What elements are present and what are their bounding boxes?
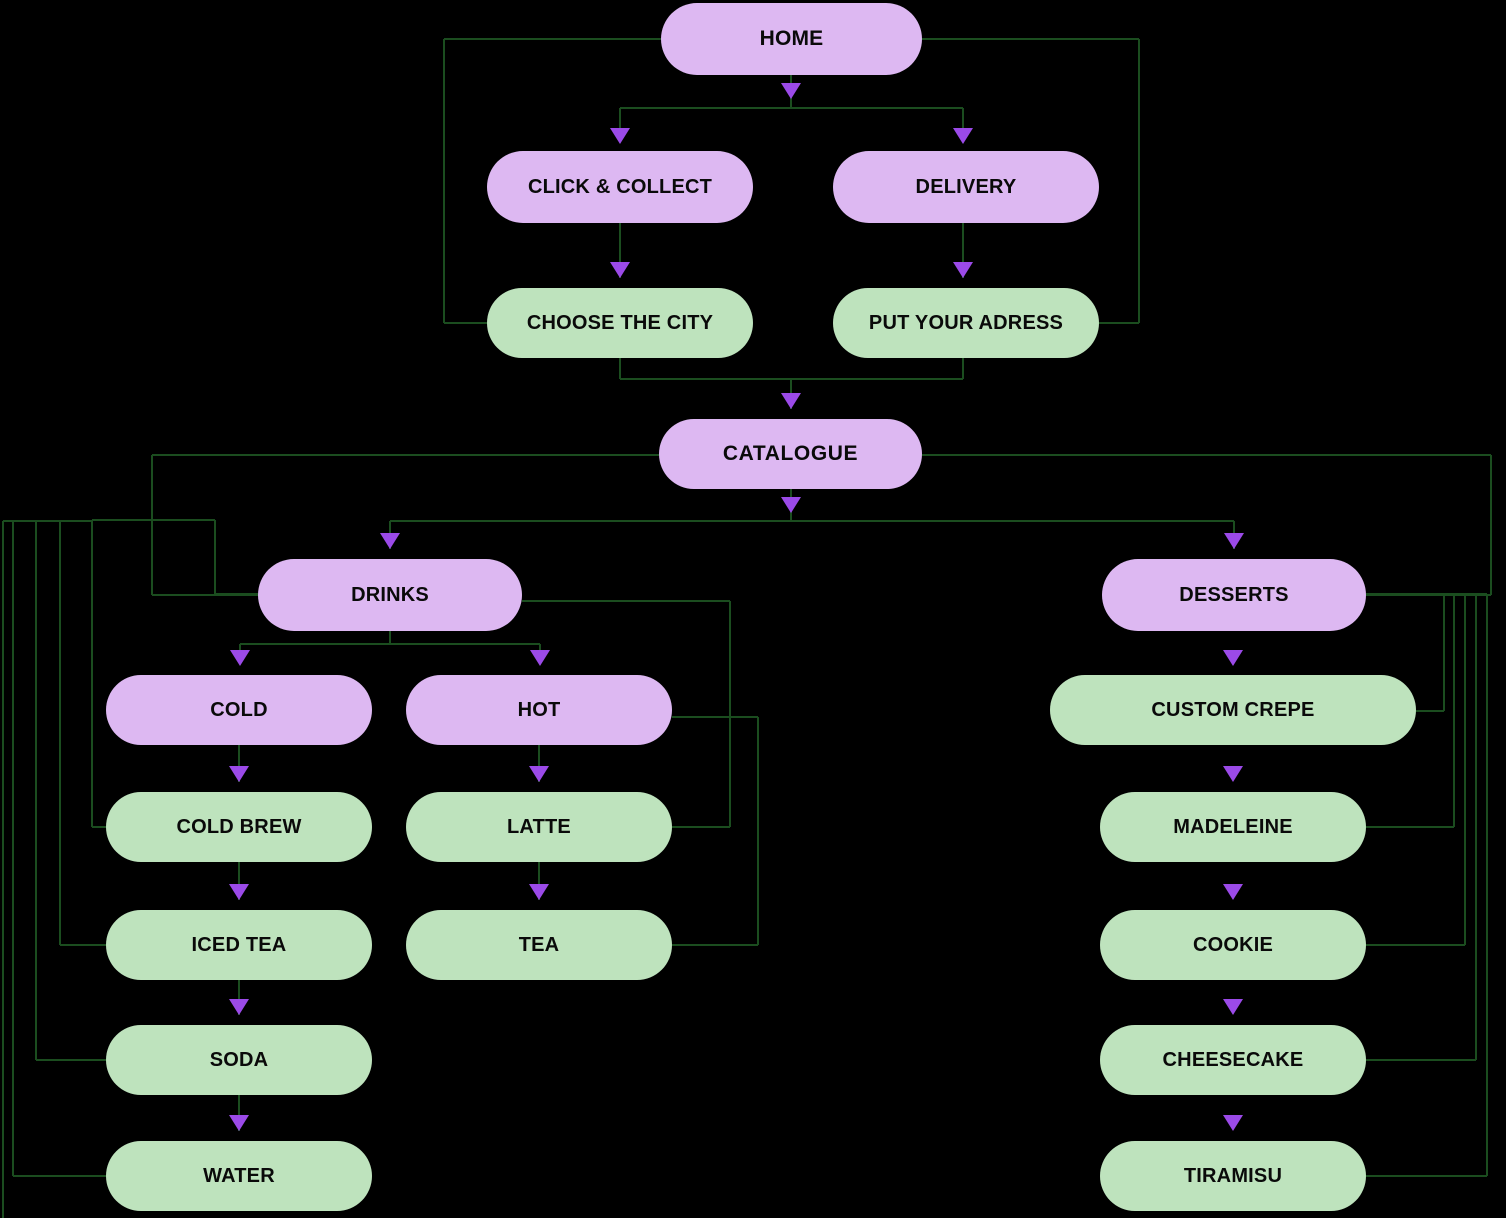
node-cheesecake[interactable]: CHEESECAKE: [1100, 1025, 1366, 1095]
node-madeleine[interactable]: MADELEINE: [1100, 792, 1366, 862]
node-iced-tea[interactable]: ICED TEA: [106, 910, 372, 980]
node-drinks[interactable]: DRINKS: [258, 559, 522, 631]
node-home[interactable]: HOME: [661, 3, 922, 75]
node-water[interactable]: WATER: [106, 1141, 372, 1211]
node-tea[interactable]: TEA: [406, 910, 672, 980]
node-put-your-adress[interactable]: PUT YOUR ADRESS: [833, 288, 1099, 358]
node-latte[interactable]: LATTE: [406, 792, 672, 862]
node-hot[interactable]: HOT: [406, 675, 672, 745]
node-desserts[interactable]: DESSERTS: [1102, 559, 1366, 631]
arrowhead-group: [229, 83, 1244, 1131]
node-catalogue[interactable]: CATALOGUE: [659, 419, 922, 489]
node-cold[interactable]: COLD: [106, 675, 372, 745]
node-soda[interactable]: SODA: [106, 1025, 372, 1095]
node-click-and-collect[interactable]: CLICK & COLLECT: [487, 151, 753, 223]
node-cookie[interactable]: COOKIE: [1100, 910, 1366, 980]
node-delivery[interactable]: DELIVERY: [833, 151, 1099, 223]
node-tiramisu[interactable]: TIRAMISU: [1100, 1141, 1366, 1211]
node-custom-crepe[interactable]: CUSTOM CREPE: [1050, 675, 1416, 745]
node-choose-the-city[interactable]: CHOOSE THE CITY: [487, 288, 753, 358]
node-cold-brew[interactable]: COLD BREW: [106, 792, 372, 862]
